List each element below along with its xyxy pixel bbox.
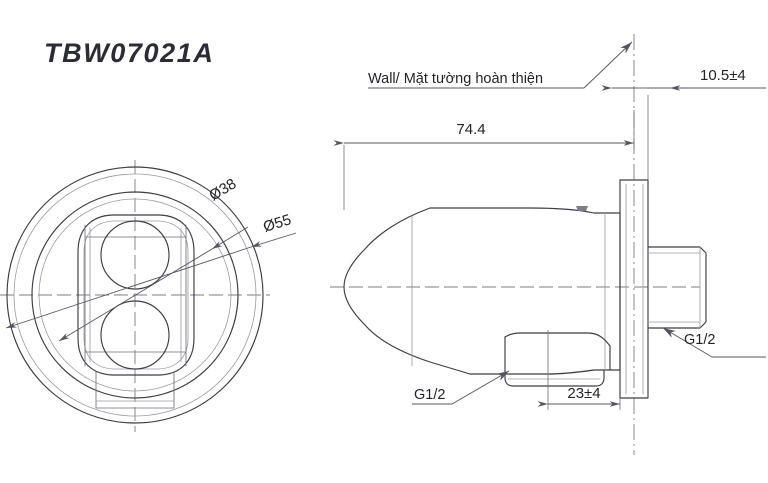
- page-title: TBW07021A: [44, 38, 215, 68]
- side-setscrew-detail: [576, 206, 588, 211]
- dim-label-diameter-55: Ø55: [261, 211, 293, 236]
- dim-label-744: 74.4: [456, 121, 485, 138]
- wall-leader-line: [583, 41, 633, 89]
- thread-right-label: G1/2: [684, 332, 715, 348]
- side-spout-outline: [504, 336, 605, 387]
- wall-label: Wall/ Mặt tường hoàn thiện: [368, 71, 543, 87]
- side-nipple-outline: [647, 246, 707, 329]
- front-view: Ø38 Ø55: [0, 160, 297, 432]
- dim-leader-diameter-55: [250, 232, 297, 248]
- thread-lower-leader-line: [451, 370, 510, 405]
- side-body-outline: [343, 207, 621, 375]
- front-spout-stub: [95, 371, 175, 409]
- side-spout-top: [504, 332, 611, 371]
- dim-leader-diameter-38: [211, 226, 249, 250]
- thread-lower-label: G1/2: [414, 387, 445, 403]
- dim-label-23: 23±4: [567, 385, 600, 402]
- dim-label-105: 10.5±4: [700, 67, 746, 84]
- dim-label-diameter-38: Ø38: [206, 175, 239, 204]
- side-view: Wall/ Mặt tường hoàn thiện 74.4 10.5±4 2…: [330, 34, 766, 455]
- dim-line-diameter-55: [5, 240, 262, 329]
- side-flange-plate: [619, 179, 649, 399]
- thread-right-leader-line: [662, 327, 713, 358]
